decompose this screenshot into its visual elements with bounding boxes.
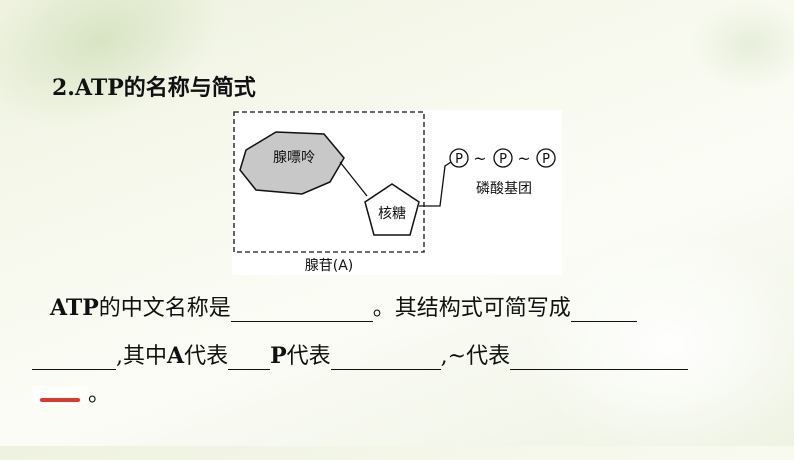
phosphate-symbol-2: P <box>499 152 507 167</box>
phosphate-circle-3 <box>536 148 556 168</box>
ribose-phosphate-bond <box>419 159 455 207</box>
blank-a-meaning[interactable] <box>228 347 271 370</box>
text-segment: 代表 <box>286 344 331 369</box>
text-segment: 。 <box>88 382 111 407</box>
phosphate-circle-1 <box>449 148 469 168</box>
question-line-3: 。 <box>32 376 110 408</box>
high-energy-bond-1: ~ <box>473 149 486 168</box>
ribose-label: 核糖 <box>378 206 406 222</box>
blank-tilde-meaning[interactable] <box>510 347 689 370</box>
adenine-ribose-bond <box>339 161 368 197</box>
blank-structure-formula-end[interactable] <box>32 347 116 370</box>
phosphate-symbol-1: P <box>455 152 463 167</box>
atp-structure-diagram: 腺嘌呤 核糖 P ~ P ~ P 磷酸基团 腺苷(A) <box>232 110 562 275</box>
background-lotus-decoration <box>520 230 794 460</box>
adenosine-label: 腺苷(A) <box>305 258 354 274</box>
text-segment: 。其结构式可简写成 <box>372 296 571 321</box>
phosphate-symbol-3: P <box>542 152 550 167</box>
question-line-1: ATP的中文名称是 。其结构式可简写成 <box>50 290 637 322</box>
adenine-shape <box>239 131 345 195</box>
answer-mark <box>32 386 88 404</box>
atp-term: ATP <box>50 295 99 321</box>
text-segment: 的中文名称是 <box>98 296 231 321</box>
background-leaf-decoration <box>690 0 794 90</box>
section-heading: 2.ATP的名称与简式 <box>52 75 256 101</box>
blank-structure-formula-start[interactable] <box>570 299 637 322</box>
text-segment: 代表 <box>184 344 229 369</box>
blank-p-meaning[interactable] <box>330 347 441 370</box>
high-energy-bond-2: ~ <box>517 149 530 168</box>
phosphate-group-label: 磷酸基团 <box>476 180 532 197</box>
symbol-tilde: ,~ <box>440 344 467 369</box>
atp-diagram-svg: 腺嘌呤 核糖 P ~ P ~ P 磷酸基团 腺苷(A) <box>233 111 556 274</box>
text-segment: ,其中 <box>116 344 167 369</box>
ribose-shape <box>364 183 420 236</box>
blank-chinese-name[interactable] <box>230 299 373 322</box>
text-segment: 代表 <box>466 344 511 369</box>
adenine-label: 腺嘌呤 <box>273 150 315 166</box>
symbol-p: P <box>270 343 287 369</box>
adenosine-dashed-box <box>233 111 425 253</box>
symbol-a: A <box>167 343 185 369</box>
phosphate-circle-2 <box>493 148 513 168</box>
